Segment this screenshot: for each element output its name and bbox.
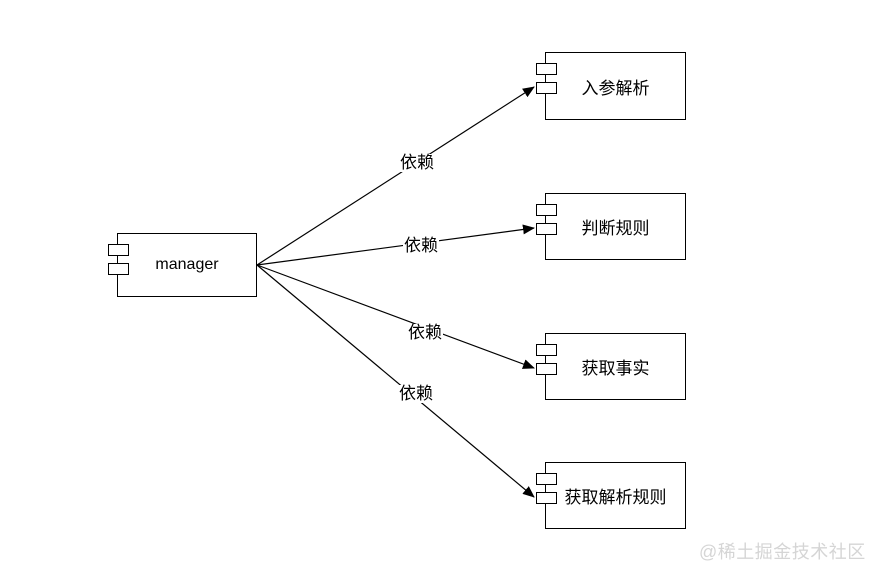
component-port-icon (536, 204, 557, 216)
edge-label-dependency: 依赖 (398, 384, 434, 403)
component-get-parse-rules: 获取解析规则 (536, 462, 686, 529)
component-get-facts: 获取事实 (536, 333, 686, 400)
component-port-icon (536, 223, 557, 235)
edge-label-dependency: 依赖 (399, 153, 435, 172)
component-input-parsing: 入参解析 (536, 52, 686, 120)
component-port-icon (536, 473, 557, 485)
dependency-arrow-manager-to-get-facts (256, 264, 535, 369)
component-port-icon (536, 344, 557, 356)
dependency-arrow-manager-to-judge-rules (256, 224, 535, 266)
component-judge-rules: 判断规则 (536, 193, 686, 260)
dependency-arrow-manager-to-input-parsing (256, 86, 535, 266)
component-port-icon (108, 244, 129, 256)
component-label: 入参解析 (581, 78, 650, 98)
component-manager: manager (108, 233, 257, 297)
component-port-icon (536, 63, 557, 75)
component-port-icon (536, 492, 557, 504)
edge-label-dependency: 依赖 (407, 323, 443, 342)
component-port-icon (536, 82, 557, 94)
component-label: manager (155, 256, 219, 273)
dependency-arrow-manager-to-get-parse-rules (256, 264, 535, 498)
component-port-icon (536, 363, 557, 375)
watermark: @稀土掘金技术社区 (699, 542, 866, 562)
component-label: 判断规则 (581, 219, 650, 238)
edge-label-dependency: 依赖 (403, 236, 439, 255)
component-label: 获取解析规则 (564, 488, 667, 507)
component-label: 获取事实 (581, 359, 650, 378)
component-port-icon (108, 263, 129, 275)
